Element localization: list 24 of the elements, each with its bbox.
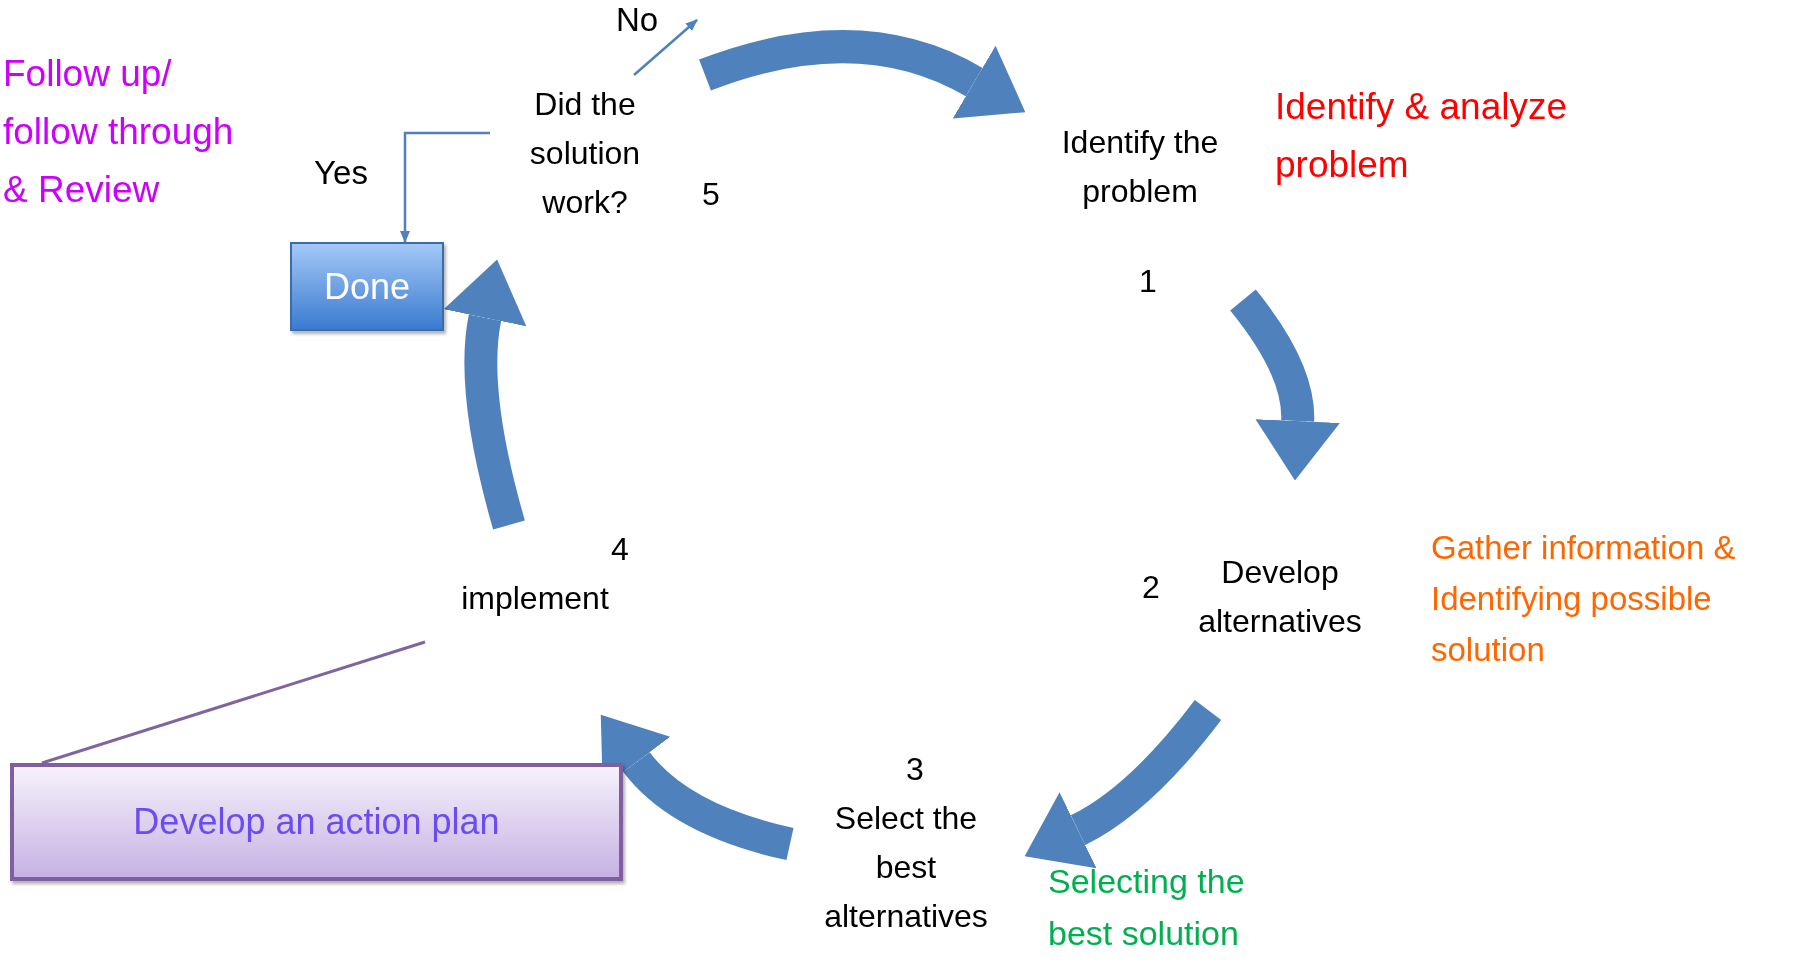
step-label: Select the best alternatives xyxy=(823,799,989,936)
note-text: Follow up/ follow through & Review xyxy=(3,52,235,212)
done-box: Done xyxy=(290,242,444,331)
step-label: implement xyxy=(460,579,610,618)
note-text: Selecting the best solution xyxy=(1048,861,1246,954)
step-number: 3 xyxy=(906,750,924,789)
step-number: 2 xyxy=(1142,568,1160,607)
curved-arrow xyxy=(1230,289,1340,481)
step-label: Did the solution work? xyxy=(528,85,642,222)
arrow xyxy=(633,19,698,76)
curved-arrow xyxy=(699,30,1027,120)
note-text: Gather information & Identifying possible solution xyxy=(1431,528,1737,670)
step-label: Develop alternatives xyxy=(1197,553,1363,641)
arrow xyxy=(400,131,490,243)
leader-line xyxy=(41,640,426,765)
action-plan-box: Develop an action plan xyxy=(10,763,623,881)
note-text: Identify & analyze problem xyxy=(1275,85,1569,187)
curved-arrow xyxy=(598,716,794,861)
step-number: 1 xyxy=(1139,262,1157,301)
curved-arrow xyxy=(443,259,527,530)
curved-arrow xyxy=(1025,699,1222,868)
step-number: 5 xyxy=(702,175,720,214)
step-number: 4 xyxy=(611,530,629,569)
step-label: Identify the problem xyxy=(1060,123,1220,211)
